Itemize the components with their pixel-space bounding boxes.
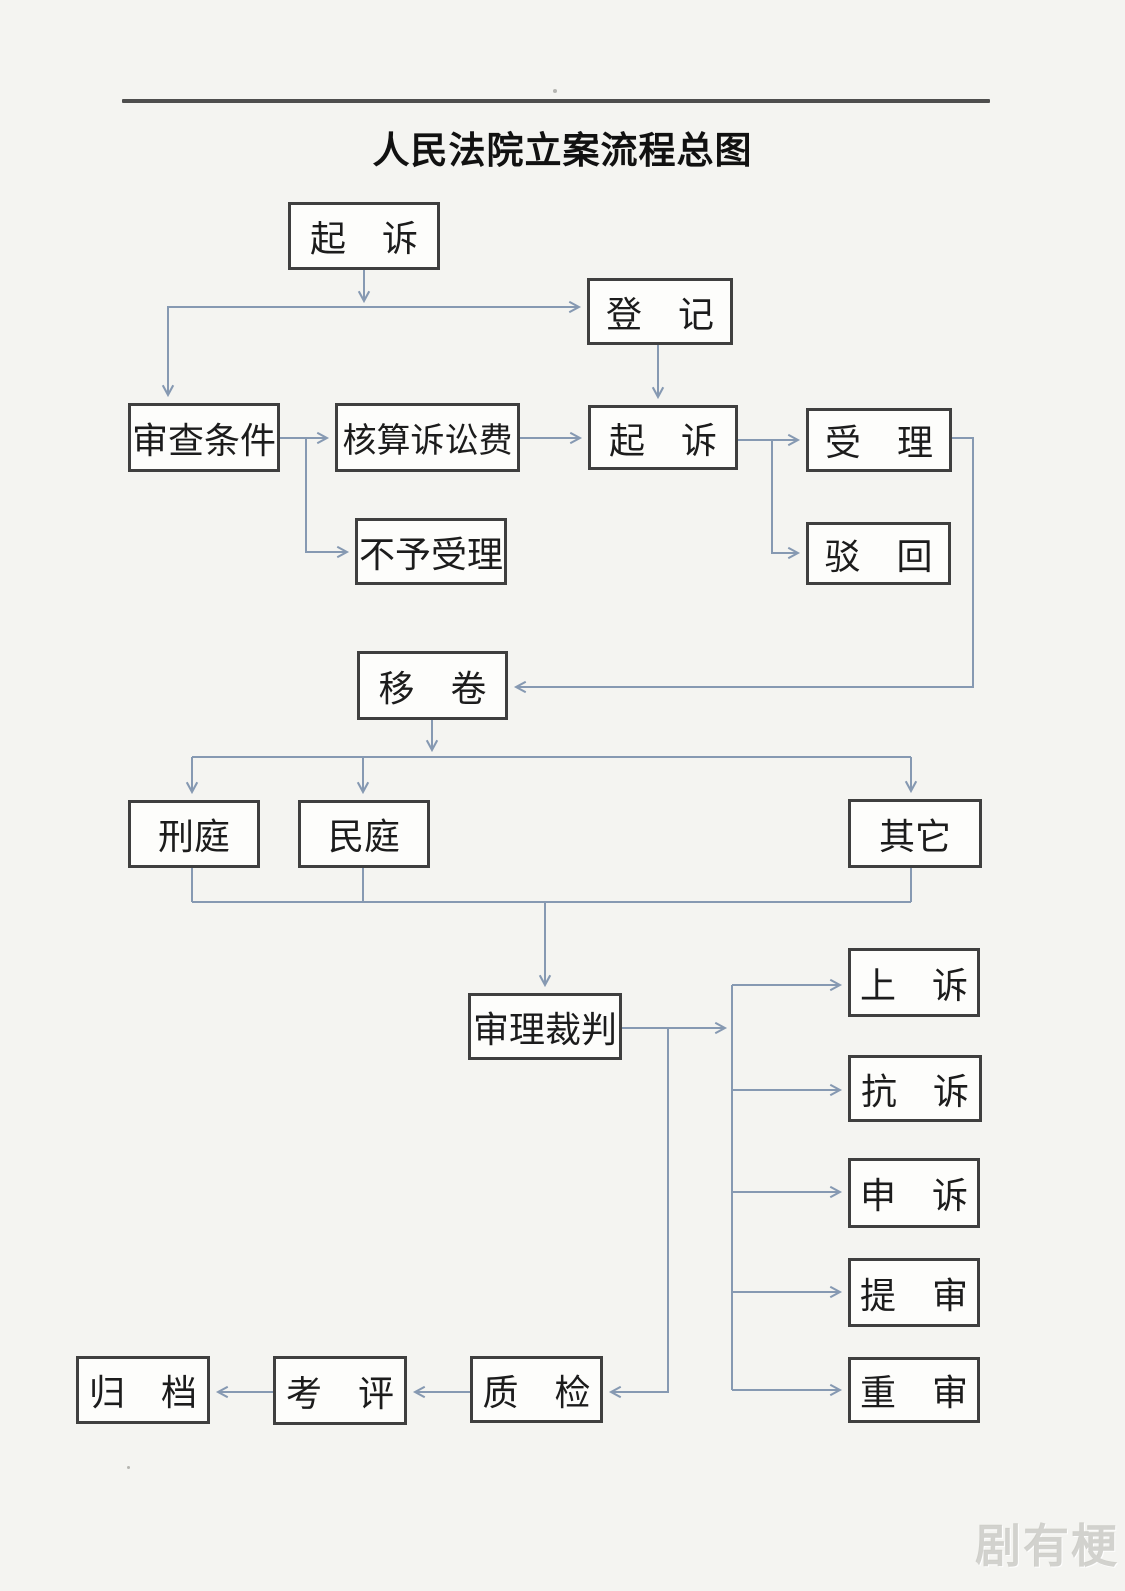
node-retrial: 重 审 (848, 1357, 980, 1423)
node-bring-up-trial: 提 审 (848, 1258, 980, 1327)
scan-speck-top (553, 89, 557, 93)
node-civil-court: 民庭 (298, 800, 430, 868)
node-sue: 起 诉 (588, 405, 738, 470)
node-sue-top: 起 诉 (288, 202, 440, 270)
node-accept: 受 理 (806, 408, 952, 472)
node-protest: 抗 诉 (848, 1055, 982, 1122)
wire-sue-to-dismiss (771, 440, 801, 560)
wire-trial-to-qc (608, 1028, 669, 1399)
watermark-text: 剧有梗 (975, 1520, 1119, 1572)
page-title: 人民法院立案流程总图 (372, 130, 753, 171)
node-other-court: 其它 (848, 799, 982, 868)
node-register: 登 记 (587, 278, 733, 345)
node-quality-check: 质 检 (470, 1356, 603, 1423)
node-calc-fee: 核算诉讼费 (335, 403, 520, 472)
node-criminal-court: 刑庭 (128, 800, 260, 868)
node-review-conditions: 审查条件 (128, 403, 280, 472)
node-archive: 归 档 (76, 1356, 210, 1424)
node-dismiss: 驳 回 (806, 522, 951, 585)
node-evaluation: 考 评 (273, 1356, 407, 1425)
scan-speck-bottom (127, 1466, 130, 1469)
node-petition: 申 诉 (848, 1158, 980, 1228)
top-divider-rule (122, 99, 990, 103)
node-transfer-file: 移 卷 (357, 651, 508, 720)
node-appeal: 上 诉 (848, 948, 980, 1017)
node-trial-judgment: 审理裁判 (468, 993, 622, 1060)
node-not-accept: 不予受理 (355, 518, 507, 585)
